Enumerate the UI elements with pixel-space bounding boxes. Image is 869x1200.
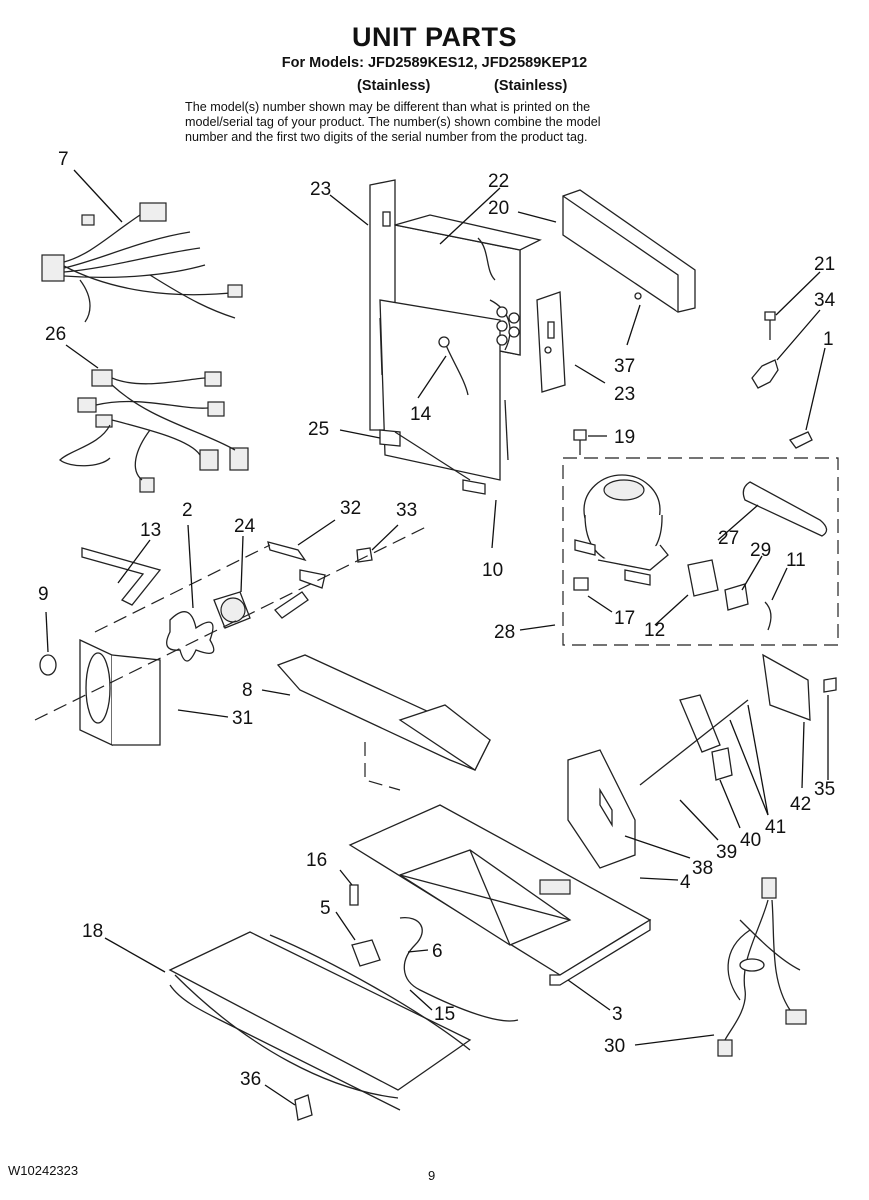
callout-11: 11 bbox=[786, 550, 806, 571]
screws-bracket-drawing bbox=[751, 311, 813, 449]
callout-labels: 7 26 23 22 20 21 34 1 37 23 14 25 19 10 … bbox=[38, 149, 836, 1090]
callout-5: 5 bbox=[320, 898, 331, 919]
callout-31: 31 bbox=[232, 708, 253, 729]
harness-26-drawing bbox=[59, 369, 249, 493]
callout-37: 37 bbox=[614, 356, 635, 377]
callout-7: 7 bbox=[58, 149, 69, 170]
wiring-harness-drawing bbox=[41, 202, 243, 323]
callout-8: 8 bbox=[242, 680, 253, 701]
callout-14: 14 bbox=[410, 404, 432, 425]
compressor-group-drawing bbox=[562, 429, 839, 646]
base-plate-drawing bbox=[348, 804, 652, 986]
callout-9: 9 bbox=[38, 584, 49, 605]
callout-2: 2 bbox=[182, 500, 193, 521]
control-box-drawing bbox=[567, 653, 837, 869]
document-number: W10242323 bbox=[8, 1163, 79, 1178]
callout-42: 42 bbox=[790, 794, 811, 815]
fan-assembly-drawing bbox=[34, 524, 431, 747]
callout-23-right: 23 bbox=[614, 384, 635, 405]
callout-28: 28 bbox=[494, 622, 515, 643]
callout-39: 39 bbox=[716, 842, 737, 863]
callout-4: 4 bbox=[680, 872, 691, 893]
finish-label-2: (Stainless) bbox=[494, 78, 568, 94]
callout-3: 3 bbox=[612, 1004, 623, 1025]
duct-20-drawing bbox=[562, 189, 696, 313]
leader-lines bbox=[45, 169, 829, 1106]
finish-label-1: (Stainless) bbox=[357, 78, 431, 94]
callout-34: 34 bbox=[814, 290, 836, 311]
callout-32: 32 bbox=[340, 498, 361, 519]
page-number: 9 bbox=[428, 1168, 436, 1183]
drain-pan-drawing bbox=[276, 654, 491, 791]
callout-19: 19 bbox=[614, 427, 635, 448]
callout-16: 16 bbox=[306, 850, 327, 871]
callout-33: 33 bbox=[396, 500, 417, 521]
callout-25: 25 bbox=[308, 419, 329, 440]
callout-13: 13 bbox=[140, 520, 161, 541]
model-note-line-2: model/serial tag of your product. The nu… bbox=[185, 115, 601, 129]
bracket-23-drawing bbox=[536, 291, 566, 393]
page-title: UNIT PARTS bbox=[352, 22, 517, 52]
callout-27: 27 bbox=[718, 528, 739, 549]
models-line: For Models: JFD2589KES12, JFD2589KEP12 bbox=[281, 55, 588, 71]
callout-30: 30 bbox=[604, 1036, 625, 1057]
callout-23-top: 23 bbox=[310, 179, 331, 200]
callout-12: 12 bbox=[644, 620, 665, 641]
callout-24: 24 bbox=[234, 516, 256, 537]
callout-1: 1 bbox=[823, 329, 834, 350]
callout-26: 26 bbox=[45, 324, 66, 345]
callout-6: 6 bbox=[432, 941, 443, 962]
model-note-line-3: number and the first two digits of the s… bbox=[185, 130, 588, 144]
callout-36: 36 bbox=[240, 1069, 261, 1090]
callout-18: 18 bbox=[82, 921, 103, 942]
callout-22: 22 bbox=[488, 171, 509, 192]
harness-30-drawing bbox=[717, 877, 807, 1057]
callout-20: 20 bbox=[488, 198, 509, 219]
callout-10: 10 bbox=[482, 560, 503, 581]
callout-29: 29 bbox=[750, 540, 771, 561]
callout-38: 38 bbox=[692, 858, 713, 879]
callout-35: 35 bbox=[814, 779, 835, 800]
model-note: The model(s) number shown may be differe… bbox=[185, 100, 705, 145]
callout-40: 40 bbox=[740, 830, 761, 851]
callout-15: 15 bbox=[434, 1004, 455, 1025]
callout-17: 17 bbox=[614, 608, 635, 629]
callout-21: 21 bbox=[814, 254, 835, 275]
callout-41: 41 bbox=[765, 817, 786, 838]
model-note-line-1: The model(s) number shown may be differe… bbox=[185, 100, 591, 114]
condenser-drawing bbox=[168, 884, 519, 1121]
evaporator-assembly-drawing bbox=[369, 179, 542, 495]
